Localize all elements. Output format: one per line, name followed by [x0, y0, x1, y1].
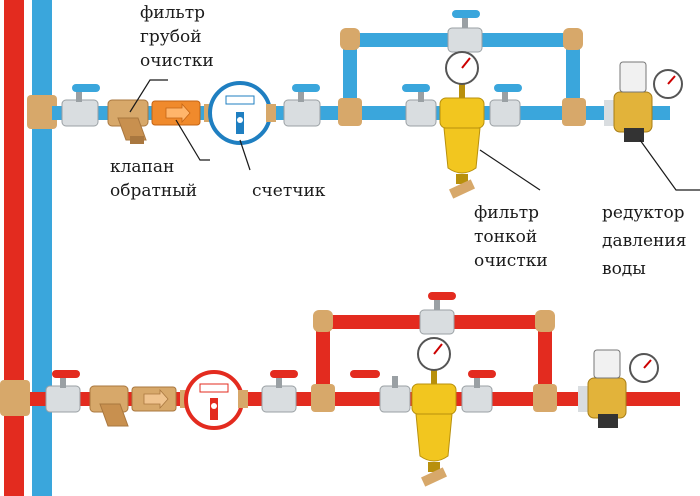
hot-check-valve [131, 386, 177, 412]
pressure-gauge-icon [653, 69, 683, 99]
leader-check-valve [175, 119, 210, 161]
red-lever-handle-icon [468, 370, 496, 378]
cold-ball-valve-1 [61, 84, 100, 127]
hot-riser-pipe [4, 0, 24, 496]
cold-bypass-left-riser [343, 40, 357, 110]
cold-ball-valve-3 [402, 84, 437, 127]
blue-lever-handle-icon [494, 84, 522, 92]
cold-riser-pipe [32, 0, 52, 496]
water-meter [204, 81, 276, 145]
cold-bypass-elbow-left [340, 28, 360, 50]
label-meter: счетчик [252, 181, 326, 201]
leader-coarse-filter [129, 79, 168, 113]
fine-filter-cold [439, 51, 485, 199]
label-coarse-filter: фильтр грубой очистки [140, 3, 214, 71]
flow-arrow-icon [143, 388, 169, 410]
cold-bypass-tee-right [562, 98, 586, 126]
hot-bypass-tee-right [533, 384, 557, 412]
hot-water-assembly [0, 292, 680, 487]
pressure-reducer-cold [604, 61, 683, 142]
blue-lever-handle-icon [452, 10, 480, 18]
hot-bypass-elbow-right [535, 310, 555, 332]
cold-riser-tee [27, 95, 57, 129]
cold-bypass-right-riser [566, 40, 580, 110]
cold-water-assembly [27, 10, 683, 199]
label-fine-filter: фильтр тонкой очистки [474, 203, 548, 271]
red-lever-handle-icon [350, 370, 380, 378]
coarse-filter [107, 99, 149, 144]
hot-ball-valve-4 [461, 370, 496, 413]
pressure-gauge-icon [629, 353, 659, 383]
hot-ball-valve-2 [261, 370, 298, 413]
blue-lever-handle-icon [72, 84, 100, 92]
hot-bypass-valve [419, 292, 456, 335]
hot-coarse-filter [89, 385, 129, 427]
pressure-gauge-icon [417, 337, 451, 371]
hot-riser-tee [0, 380, 30, 416]
leader-fine-filter [479, 149, 541, 191]
pressure-reducer-hot [578, 349, 659, 428]
cold-ball-valve-4 [489, 84, 522, 127]
cold-bypass-tee-left [338, 98, 362, 126]
leader-pressure-reducer [639, 139, 700, 191]
leader-meter [239, 139, 251, 171]
blue-lever-handle-icon [402, 84, 430, 92]
red-lever-handle-icon [270, 370, 298, 378]
blue-lever-handle-icon [292, 84, 320, 92]
cold-ball-valve-2 [283, 84, 321, 127]
hot-water-meter [180, 370, 248, 430]
hot-bypass-tee-left [311, 384, 335, 412]
red-lever-handle-icon [52, 370, 80, 378]
pressure-gauge-icon [445, 51, 479, 85]
check-valve [151, 100, 201, 126]
cold-bypass-valve [447, 10, 483, 53]
label-pressure-reducer: редуктор давления воды [602, 203, 692, 279]
hot-bypass-left-riser [316, 322, 330, 394]
hot-ball-valve-3 [350, 370, 411, 413]
hot-ball-valve-1 [45, 370, 81, 413]
red-lever-handle-icon [428, 292, 456, 300]
flow-arrow-icon [165, 102, 191, 124]
hot-bypass-elbow-left [313, 310, 333, 332]
cold-bypass-elbow-right [563, 28, 583, 50]
label-check-valve: клапан обратный [110, 157, 197, 201]
fine-filter-hot [411, 337, 457, 487]
hot-bypass-right-riser [538, 322, 552, 394]
